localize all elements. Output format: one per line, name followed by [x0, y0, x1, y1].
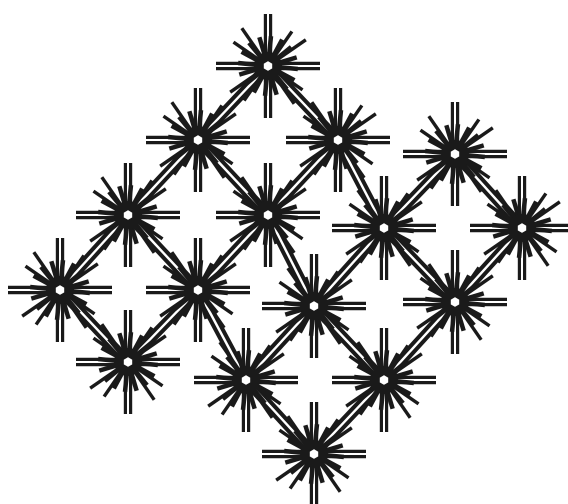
node-hexagon-center [55, 285, 65, 296]
node-hexagon-center [193, 135, 203, 146]
node-hexagon-center [123, 357, 133, 368]
node-hexagon-center [193, 285, 203, 296]
node-hexagon-center [333, 135, 343, 146]
node-hexagon-center [379, 375, 389, 386]
node-hexagon-center [263, 61, 273, 72]
node-hexagon-center [263, 210, 273, 221]
node-hexagon-center [241, 375, 251, 386]
node-hexagon-center [123, 210, 133, 221]
node-hexagon-center [309, 301, 319, 312]
connector-layer [58, 64, 525, 456]
node-hexagon-center [450, 297, 460, 308]
node-hexagon-center [309, 449, 319, 460]
node-hexagon-center [379, 223, 389, 234]
node-hexagon-center [517, 223, 527, 234]
node-hexagon-center [450, 149, 460, 160]
